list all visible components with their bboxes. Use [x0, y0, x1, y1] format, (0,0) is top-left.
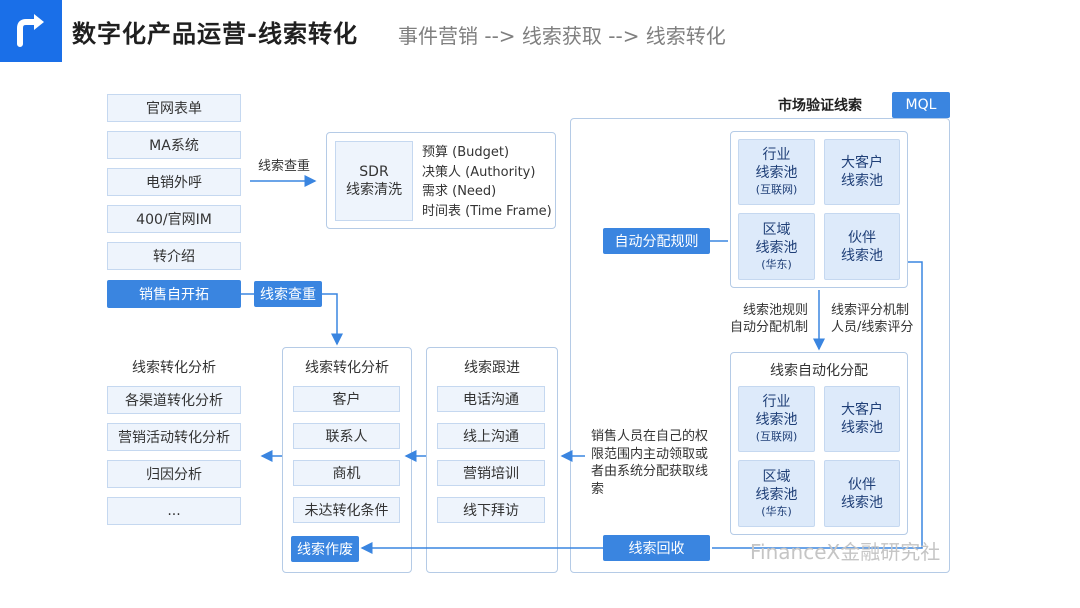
conversion-opportunity: 商机 — [293, 460, 400, 486]
source-referral: 转介绍 — [107, 242, 241, 270]
mql-badge: MQL — [892, 92, 950, 118]
sdr-title: SDR — [359, 164, 389, 180]
analysis-more: ... — [107, 497, 241, 525]
source-sales-prospecting: 销售自开拓 — [107, 280, 241, 308]
sdr-box: SDR 线索清洗 — [335, 141, 413, 221]
conversion-unqualified: 未达转化条件 — [293, 497, 400, 523]
pool-industry-bottom: 行业 线索池 (互联网) — [738, 386, 815, 452]
source-400-im: 400/官网IM — [107, 205, 241, 233]
source-telemarketing: 电销外呼 — [107, 168, 241, 196]
bant-need: 需求 (Need) — [422, 184, 497, 199]
lead-dedupe-button: 线索查重 — [254, 281, 322, 307]
pool-key-account-bottom: 大客户 线索池 — [824, 386, 900, 452]
pool-rule-label: 线索池规则 自动分配机制 — [729, 303, 808, 335]
conversion-title: 线索转化分析 — [305, 360, 389, 376]
followup-title: 线索跟进 — [464, 360, 520, 376]
analysis-campaign: 营销活动转化分析 — [107, 423, 241, 451]
pool-partner-top: 伙伴 线索池 — [824, 213, 900, 280]
source-website-form: 官网表单 — [107, 94, 241, 122]
source-ma-system: MA系统 — [107, 131, 241, 159]
arrow-pool-to-recycle — [712, 261, 923, 549]
conversion-contact: 联系人 — [293, 423, 400, 449]
watermark-text: FinanceX金融研究社 — [750, 540, 941, 564]
analysis-channel: 各渠道转化分析 — [107, 386, 241, 414]
sdr-subtitle: 线索清洗 — [346, 182, 402, 198]
pool-key-account-top: 大客户 线索池 — [824, 139, 900, 205]
mql-label: 市场验证线索 — [778, 98, 862, 114]
auto-assign-rule: 自动分配规则 — [603, 228, 710, 254]
bant-budget: 预算 (Budget) — [422, 145, 510, 160]
pool-region-top: 区域 线索池 (华东) — [738, 213, 815, 280]
conversion-customer: 客户 — [293, 386, 400, 412]
bant-timeframe: 时间表 (Time Frame) — [422, 203, 552, 219]
analysis-title: 线索转化分析 — [132, 360, 216, 376]
auto-assign-title: 线索自动化分配 — [770, 363, 868, 379]
sales-claim-note: 销售人员在自己的权限范围内主动领取或者由系统分配获取线索 — [591, 429, 709, 497]
bant-list: 预算 (Budget) 决策人 (Authority) 需求 (Need) 时间… — [422, 143, 552, 221]
logo-arrow-icon — [0, 0, 62, 62]
lead-dedupe-label: 线索查重 — [258, 159, 311, 174]
lead-recycle: 线索回收 — [603, 535, 710, 561]
page-subtitle: 事件营销 --> 线索获取 --> 线索转化 — [398, 24, 726, 48]
analysis-attribution: 归因分析 — [107, 460, 241, 488]
pool-partner-bottom: 伙伴 线索池 — [824, 460, 900, 527]
arrow-dedupe-to-conversion — [322, 293, 343, 346]
pool-industry-top: 行业 线索池 (互联网) — [738, 139, 815, 205]
scoring-rule-label: 线索评分机制 人员/线索评分 — [831, 303, 914, 335]
followup-online: 线上沟通 — [437, 423, 545, 449]
bant-authority: 决策人 (Authority) — [422, 164, 536, 180]
followup-training: 营销培训 — [437, 460, 545, 486]
followup-phone: 电话沟通 — [437, 386, 545, 412]
followup-visit: 线下拜访 — [437, 497, 545, 523]
pool-region-bottom: 区域 线索池 (华东) — [738, 460, 815, 527]
page-title: 数字化产品运营-线索转化 — [72, 20, 358, 48]
lead-discard: 线索作废 — [291, 536, 359, 562]
